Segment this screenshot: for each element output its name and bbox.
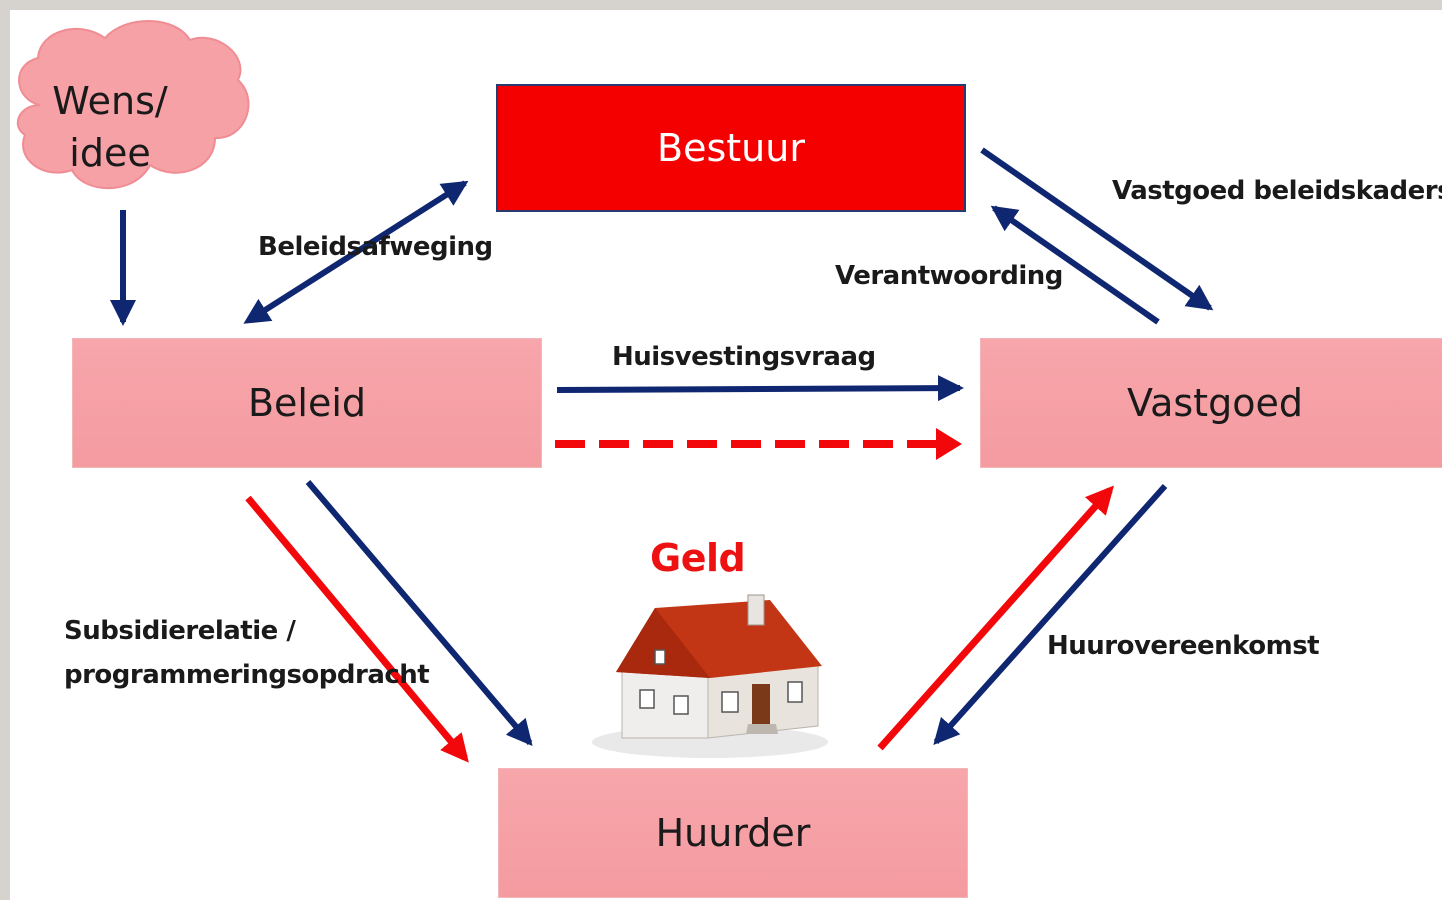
beleid-label: Beleid [247, 381, 367, 425]
label-subsidierelatie-1: Subsidierelatie / [64, 616, 296, 646]
arrow-huur-red [877, 485, 1114, 751]
arrow-subsidie-red [245, 495, 469, 763]
wens-line1: Wens/ [52, 79, 168, 123]
arrow-geld-dashed-head [936, 428, 962, 460]
bestuur-box: Bestuur [496, 84, 966, 212]
arrow-huisvestingsvraag [556, 375, 964, 402]
huurder-box: Huurder [498, 768, 968, 898]
wens-cloud: Wens/ idee [30, 72, 190, 182]
label-geld: Geld [650, 536, 746, 580]
vastgoed-label: Vastgoed [1127, 381, 1303, 425]
label-beleidsafweging: Beleidsafweging [258, 232, 493, 262]
label-huurovereenkomst: Huurovereenkomst [1047, 631, 1320, 661]
arrow-subsidie-navy [305, 480, 533, 747]
beleid-box: Beleid [72, 338, 542, 468]
huurder-label: Huurder [655, 811, 811, 855]
vastgoed-box: Vastgoed [980, 338, 1442, 468]
arrow-huur-navy [933, 483, 1168, 745]
label-huisvestingsvraag: Huisvestingsvraag [612, 342, 876, 372]
label-vastgoed-beleidskaders: Vastgoed beleidskaders [1112, 176, 1442, 206]
label-verantwoording: Verantwoording [835, 261, 1063, 291]
house-icon [592, 594, 828, 758]
bestuur-label: Bestuur [657, 126, 805, 170]
arrow-beleidsafweging [243, 180, 469, 324]
diagram-canvas: Wens/ idee Bestuur Beleid Vastgoed Huurd… [10, 10, 1442, 900]
label-subsidierelatie-2: programmeringsopdracht [64, 660, 430, 690]
arrow-vastgoed-beleidskaders [980, 147, 1214, 311]
arrows-layer [16, 20, 1214, 763]
wens-cloud-shape [16, 20, 250, 190]
arrow-verantwoording [990, 205, 1160, 325]
wens-line2: idee [69, 131, 151, 175]
